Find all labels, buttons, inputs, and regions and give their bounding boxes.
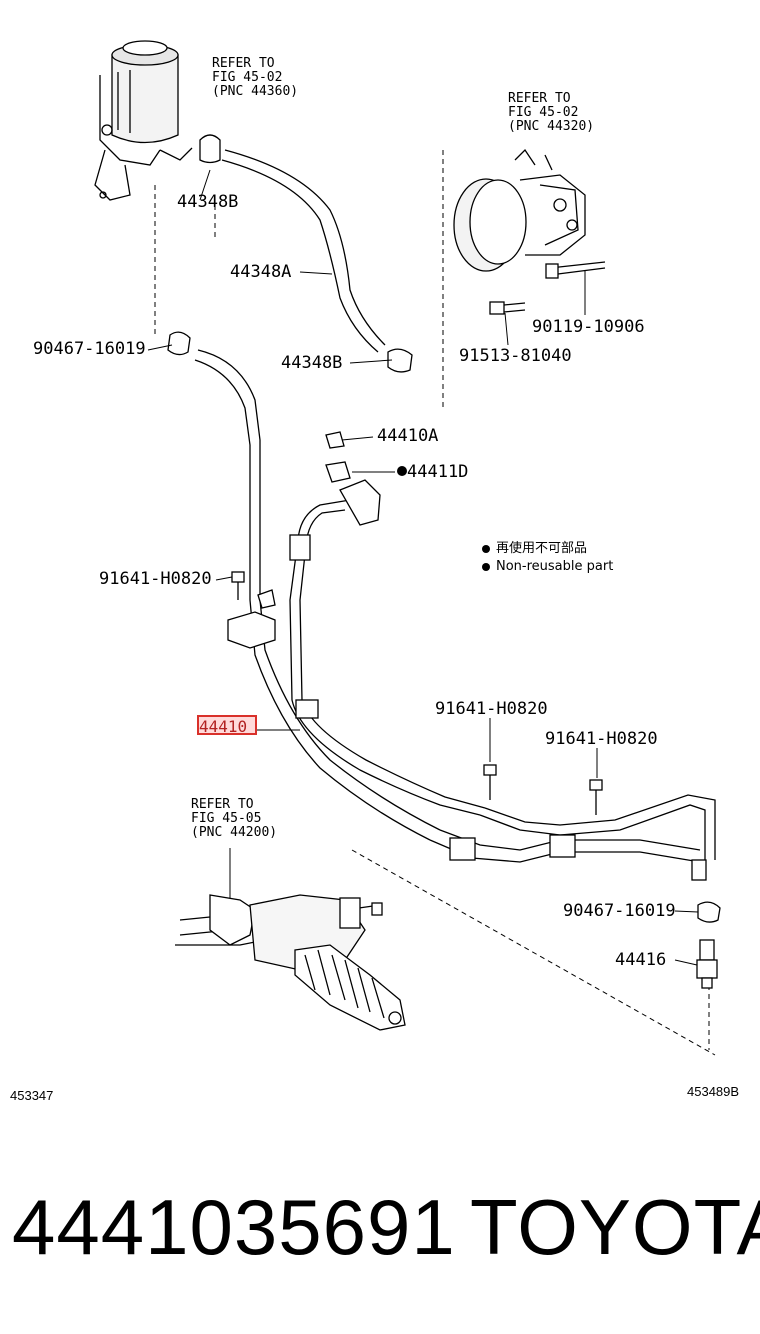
legend-text-jp: 再使用不可部品	[496, 541, 588, 556]
legend-row: Non-reusable part	[482, 558, 613, 576]
part-label-44411d[interactable]: 44411D	[397, 464, 468, 481]
part-label-91641-h0820[interactable]: 91641-H0820	[545, 729, 658, 749]
part-label-44410[interactable]: 44410	[199, 717, 248, 736]
part-label-44348a[interactable]: 44348A	[230, 262, 292, 282]
ref-note-pump: REFER TO FIG 45-02 (PNC 44320)	[508, 92, 594, 134]
ref-line: (PNC 44200)	[191, 825, 278, 840]
figure-code-right: 453489B	[687, 1084, 740, 1099]
reservoir-icon	[94, 40, 193, 201]
bolt-icon	[589, 779, 603, 815]
fitting-icon	[691, 859, 707, 881]
bolt-icon	[231, 571, 245, 600]
non-reusable-dot-icon	[397, 466, 407, 476]
non-reusable-dot-icon	[482, 563, 490, 571]
union-icon	[696, 939, 718, 989]
part-label-90467-16019[interactable]: 90467-16019	[33, 339, 146, 359]
bolt-icon	[489, 301, 526, 315]
bolt-icon	[483, 764, 497, 800]
legend: 再使用不可部品 Non-reusable part	[482, 540, 613, 576]
ref-note-reservoir: REFER TO FIG 45-02 (PNC 44360)	[212, 57, 298, 99]
steering-rack-icon	[175, 894, 406, 1031]
ref-line: REFER TO	[212, 56, 275, 71]
part-label-91641-h0820[interactable]: 91641-H0820	[99, 569, 212, 589]
return-hose	[194, 349, 441, 841]
part-label-44348b[interactable]: 44348B	[177, 192, 239, 212]
ref-line: REFER TO	[508, 91, 571, 106]
parts-diagram	[94, 40, 721, 1056]
legend-row: 再使用不可部品	[482, 540, 613, 558]
figure-code-left: 453347	[10, 1088, 54, 1103]
part-label-44410a[interactable]: 44410A	[377, 426, 439, 446]
brand-name: TOYOTA	[470, 1183, 760, 1271]
ref-line: FIG 45-02	[212, 70, 283, 85]
hose-44348a	[221, 149, 386, 353]
pump-icon	[453, 148, 586, 272]
clamp-icon	[697, 901, 721, 923]
bolt-icon	[545, 261, 606, 279]
highlight-box	[197, 715, 257, 735]
part-label-90467-16019[interactable]: 90467-16019	[563, 901, 676, 921]
ref-line: (PNC 44320)	[508, 119, 595, 134]
part-number: 4441035691	[12, 1183, 456, 1271]
clamp-icon	[167, 331, 191, 356]
ref-line: REFER TO	[191, 797, 254, 812]
guide-line	[351, 849, 716, 1056]
part-label-44348b[interactable]: 44348B	[281, 353, 343, 373]
clamp-icon	[387, 348, 413, 373]
fitting-icon	[325, 431, 381, 526]
bracket-icon	[227, 589, 276, 649]
clamp-icon	[199, 134, 221, 164]
pressure-line-44410	[289, 499, 716, 863]
ref-line: FIG 45-05	[191, 811, 262, 826]
legend-text-en: Non-reusable part	[496, 559, 614, 574]
part-label-text: 44411D	[407, 462, 469, 482]
ref-line: FIG 45-02	[508, 105, 579, 120]
part-label-91641-h0820[interactable]: 91641-H0820	[435, 699, 548, 719]
part-label-44416[interactable]: 44416	[615, 950, 667, 970]
ref-note-rack: REFER TO FIG 45-05 (PNC 44200)	[191, 798, 277, 840]
part-label-91513-81040[interactable]: 91513-81040	[459, 346, 572, 366]
ref-line: (PNC 44360)	[212, 84, 299, 99]
non-reusable-dot-icon	[482, 545, 490, 553]
part-label-90119-10906[interactable]: 90119-10906	[532, 317, 645, 337]
